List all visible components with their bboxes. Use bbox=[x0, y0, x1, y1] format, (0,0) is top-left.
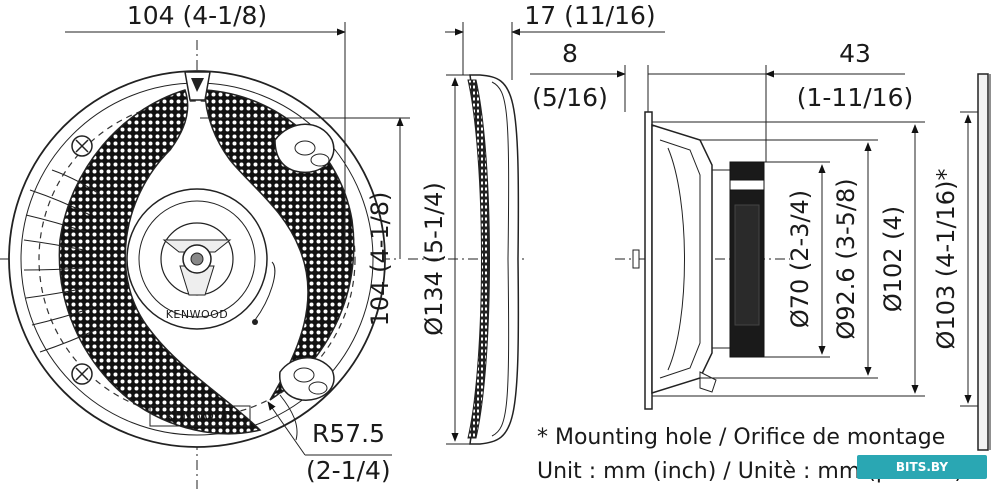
basket-diameter-label: Ø92.6 (3-5/8) bbox=[832, 178, 860, 339]
radius-inch-label: (2-1/4) bbox=[306, 456, 391, 485]
mounting-tab-lower-left bbox=[71, 363, 93, 385]
hole-diameter-label: Ø103 (4-1/16)* bbox=[932, 169, 960, 350]
flange-brand-plate bbox=[149, 405, 251, 427]
flange-depth-label: 8 bbox=[562, 39, 578, 68]
profile-cone-curve bbox=[667, 147, 685, 371]
profile-flange bbox=[644, 111, 653, 410]
lead-wire bbox=[254, 261, 276, 321]
radius-label: R57.5 bbox=[312, 419, 385, 448]
mounting-circle bbox=[38, 100, 356, 418]
hub-brand-label: KENWOOD bbox=[166, 308, 229, 321]
outer-diameter-label: Ø134 (5-1/4) bbox=[420, 182, 448, 336]
grille-depth-label: 17 (11/16) bbox=[524, 1, 655, 30]
grille-lobe-left bbox=[58, 89, 262, 435]
mounting-tab-upper-left bbox=[71, 135, 93, 157]
profile-magnet-band bbox=[729, 179, 765, 191]
side-view: 17 (11/16) Ø134 (5-1/4) bbox=[408, 1, 665, 445]
mounting-hole-note: * Mounting hole / Orifice de montage bbox=[537, 425, 945, 450]
grille-inner-profile bbox=[491, 81, 510, 437]
depth-label: 43 bbox=[839, 39, 871, 68]
flange-ribs bbox=[23, 169, 106, 353]
radius-leader bbox=[267, 401, 306, 456]
height-label: 104 (4-1/8) bbox=[366, 192, 394, 327]
mounting-tab-top bbox=[184, 71, 211, 101]
profile-basket bbox=[651, 123, 713, 395]
profile-basket-inner bbox=[659, 139, 701, 379]
profile-terminal bbox=[632, 249, 640, 269]
terminal-wire bbox=[279, 394, 298, 441]
watermark-badge: BITS.BY bbox=[857, 455, 987, 479]
profile-view: 8 (5/16) 43 (1-11/16) Ø70 (2-3/4) Ø92.6 … bbox=[530, 39, 991, 451]
cone-diameter-label: Ø102 (4) bbox=[879, 206, 907, 312]
depth-inch-label: (1-11/16) bbox=[797, 83, 913, 112]
magnet-diameter-label: Ø70 (2-3/4) bbox=[786, 190, 814, 328]
mounting-panel bbox=[977, 73, 989, 451]
width-label: 104 (4-1/8) bbox=[127, 1, 267, 30]
front-view: KENWOOD KENWOOD 104 (4-1/8) 104 (4-1/8) … bbox=[0, 1, 410, 489]
lead-wire-end bbox=[252, 319, 258, 325]
profile-tab bbox=[699, 371, 717, 393]
tweeter-pole bbox=[190, 252, 204, 266]
terminal-lower-right bbox=[279, 357, 335, 401]
profile-magnet-core bbox=[734, 204, 760, 326]
flange-brand-label: KENWOOD bbox=[166, 409, 234, 423]
flange-depth-inch-label: (5/16) bbox=[532, 83, 608, 112]
terminal-upper-right bbox=[274, 123, 335, 174]
grille-side-mesh bbox=[467, 79, 490, 439]
